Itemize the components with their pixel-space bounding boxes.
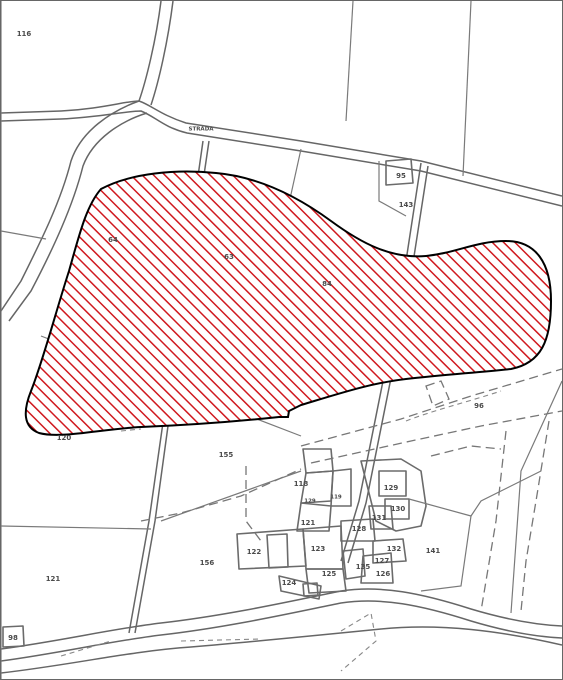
parcel-label-129: 129: [384, 484, 399, 492]
road-name-label: STRADA: [188, 127, 214, 133]
parcel-label-122: 122: [247, 548, 262, 556]
parcel-label-141: 141: [426, 547, 441, 555]
parcel-label-98: 98: [8, 634, 18, 642]
parcel-labels: 116 STRADA 95 143 64 63 84 120 155 96 11…: [8, 30, 484, 642]
parcel-label-64: 64: [108, 236, 118, 244]
parcel-label-63: 63: [224, 253, 234, 261]
parcel-label-126: 126: [376, 570, 391, 578]
parcel-label-135: 135: [356, 563, 371, 571]
parcel-label-118: 118: [294, 480, 309, 488]
parcel-label-125: 125: [322, 570, 337, 578]
parcel-label-130: 130: [391, 505, 406, 513]
parcel-label-96: 96: [474, 402, 484, 410]
parcel-label-132: 132: [387, 545, 402, 553]
parcel-label-121b: 121: [46, 575, 61, 583]
parcel-label-127: 127: [375, 557, 390, 565]
dashed-features: [60, 368, 562, 672]
parcel-label-120: 120: [57, 434, 72, 442]
parcel-label-124: 124: [282, 579, 297, 587]
parcel-label-128: 128: [352, 525, 367, 533]
highlighted-area: [24, 170, 553, 436]
parcel-label-156: 156: [200, 559, 215, 567]
parcel-label-116: 116: [17, 30, 32, 38]
parcel-label-84: 84: [322, 280, 332, 288]
parcel-label-123: 123: [311, 545, 326, 553]
parcel-label-129a: 129: [304, 499, 316, 505]
parcel-label-121: 121: [301, 519, 316, 527]
parcel-label-131: 131: [372, 514, 387, 522]
parcel-label-119: 119: [330, 495, 342, 501]
parcel-label-95: 95: [396, 172, 406, 180]
parcel-label-143: 143: [399, 201, 414, 209]
parcel-label-155: 155: [219, 451, 234, 459]
